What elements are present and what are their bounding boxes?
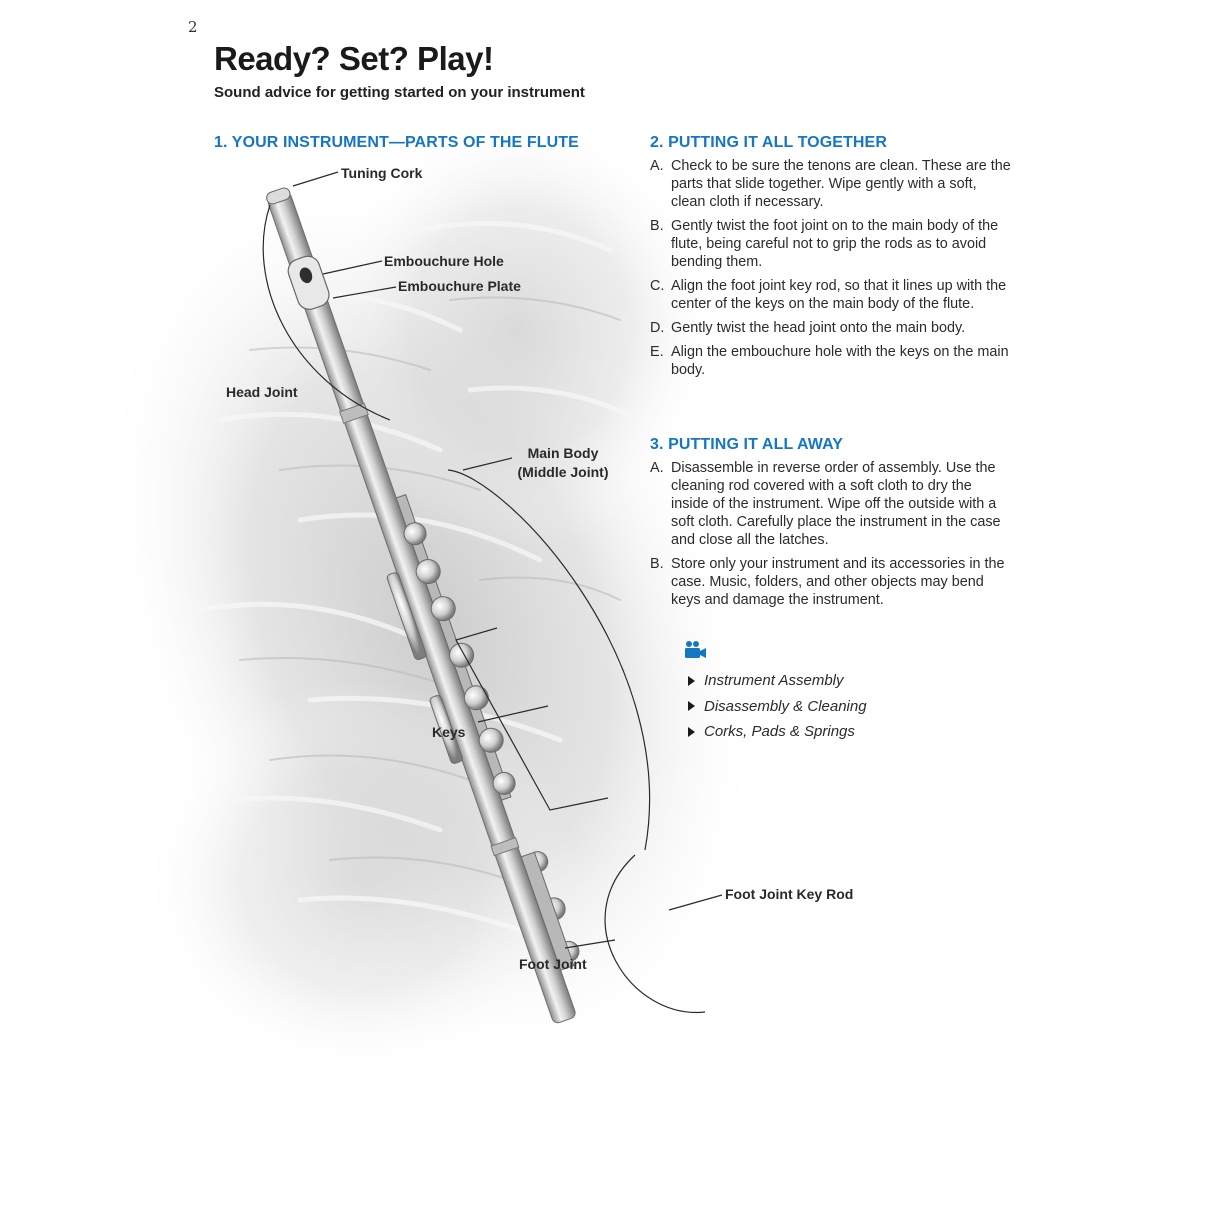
- page-number: 2: [188, 18, 198, 36]
- step-letter: D.: [650, 320, 665, 336]
- step-letter: B.: [650, 218, 664, 234]
- step-letter: C.: [650, 278, 665, 294]
- step-letter: A.: [650, 158, 664, 174]
- play-triangle-icon: [688, 675, 695, 686]
- step-text: Check to be sure the tenons are clean. T…: [671, 158, 1011, 210]
- step-letter: A.: [650, 460, 664, 476]
- label-head-joint: Head Joint: [226, 384, 298, 400]
- play-triangle-icon: [688, 701, 695, 712]
- label-tuning-cork: Tuning Cork: [341, 165, 423, 181]
- section-3-steps: A. Disassemble in reverse order of assem…: [650, 459, 1012, 615]
- play-triangle-icon: [688, 726, 695, 737]
- label-foot-joint-key-rod: Foot Joint Key Rod: [725, 886, 854, 902]
- video-link-disassembly-cleaning[interactable]: Disassembly & Cleaning: [688, 694, 867, 720]
- label-keys: Keys: [432, 724, 466, 740]
- label-main-body: Main Body (Middle Joint): [511, 444, 615, 482]
- page-title: Ready? Set? Play!: [214, 40, 494, 77]
- step-text: Gently twist the foot joint on to the ma…: [671, 218, 999, 270]
- section-1-heading: 1. YOUR INSTRUMENT—PARTS OF THE FLUTE: [214, 134, 579, 151]
- step-item: E. Align the embouchure hole with the ke…: [650, 343, 1012, 379]
- step-letter: B.: [650, 556, 664, 572]
- flute: [266, 187, 580, 1024]
- step-text: Align the embouchure hole with the keys …: [671, 344, 1009, 378]
- step-text: Store only your instrument and its acces…: [671, 556, 1005, 608]
- video-link-label: Disassembly & Cleaning: [704, 697, 867, 715]
- video-link-corks-pads-springs[interactable]: Corks, Pads & Springs: [688, 719, 867, 745]
- label-main-body-line2: (Middle Joint): [517, 464, 609, 480]
- video-camera-icon: [685, 641, 706, 658]
- step-text: Align the foot joint key rod, so that it…: [671, 278, 1007, 312]
- step-item: D. Gently twist the head joint onto the …: [650, 319, 1012, 337]
- label-main-body-line1: Main Body: [527, 445, 599, 461]
- step-text: Gently twist the head joint onto the mai…: [671, 320, 966, 336]
- callout-lines: [262, 171, 723, 1013]
- label-foot-joint: Foot Joint: [519, 956, 587, 972]
- video-link-label: Instrument Assembly: [704, 672, 844, 690]
- step-text: Disassemble in reverse order of assembly…: [671, 460, 1001, 548]
- video-links: Instrument Assembly Disassembly & Cleani…: [688, 668, 867, 745]
- step-letter: E.: [650, 344, 664, 360]
- section-3-heading: 3. PUTTING IT ALL AWAY: [650, 436, 844, 453]
- step-item: B. Gently twist the foot joint on to the…: [650, 217, 1012, 271]
- step-item: A. Check to be sure the tenons are clean…: [650, 157, 1012, 211]
- section-2-heading: 2. PUTTING IT ALL TOGETHER: [650, 134, 887, 151]
- step-item: A. Disassemble in reverse order of assem…: [650, 459, 1012, 549]
- step-item: C. Align the foot joint key rod, so that…: [650, 277, 1012, 313]
- label-embouchure-hole: Embouchure Hole: [384, 253, 504, 269]
- video-link-label: Corks, Pads & Springs: [704, 723, 855, 741]
- section-2-steps: A. Check to be sure the tenons are clean…: [650, 157, 1012, 385]
- video-link-instrument-assembly[interactable]: Instrument Assembly: [688, 668, 867, 694]
- label-embouchure-plate: Embouchure Plate: [398, 278, 521, 294]
- step-item: B. Store only your instrument and its ac…: [650, 555, 1012, 609]
- page-subtitle: Sound advice for getting started on your…: [214, 84, 585, 101]
